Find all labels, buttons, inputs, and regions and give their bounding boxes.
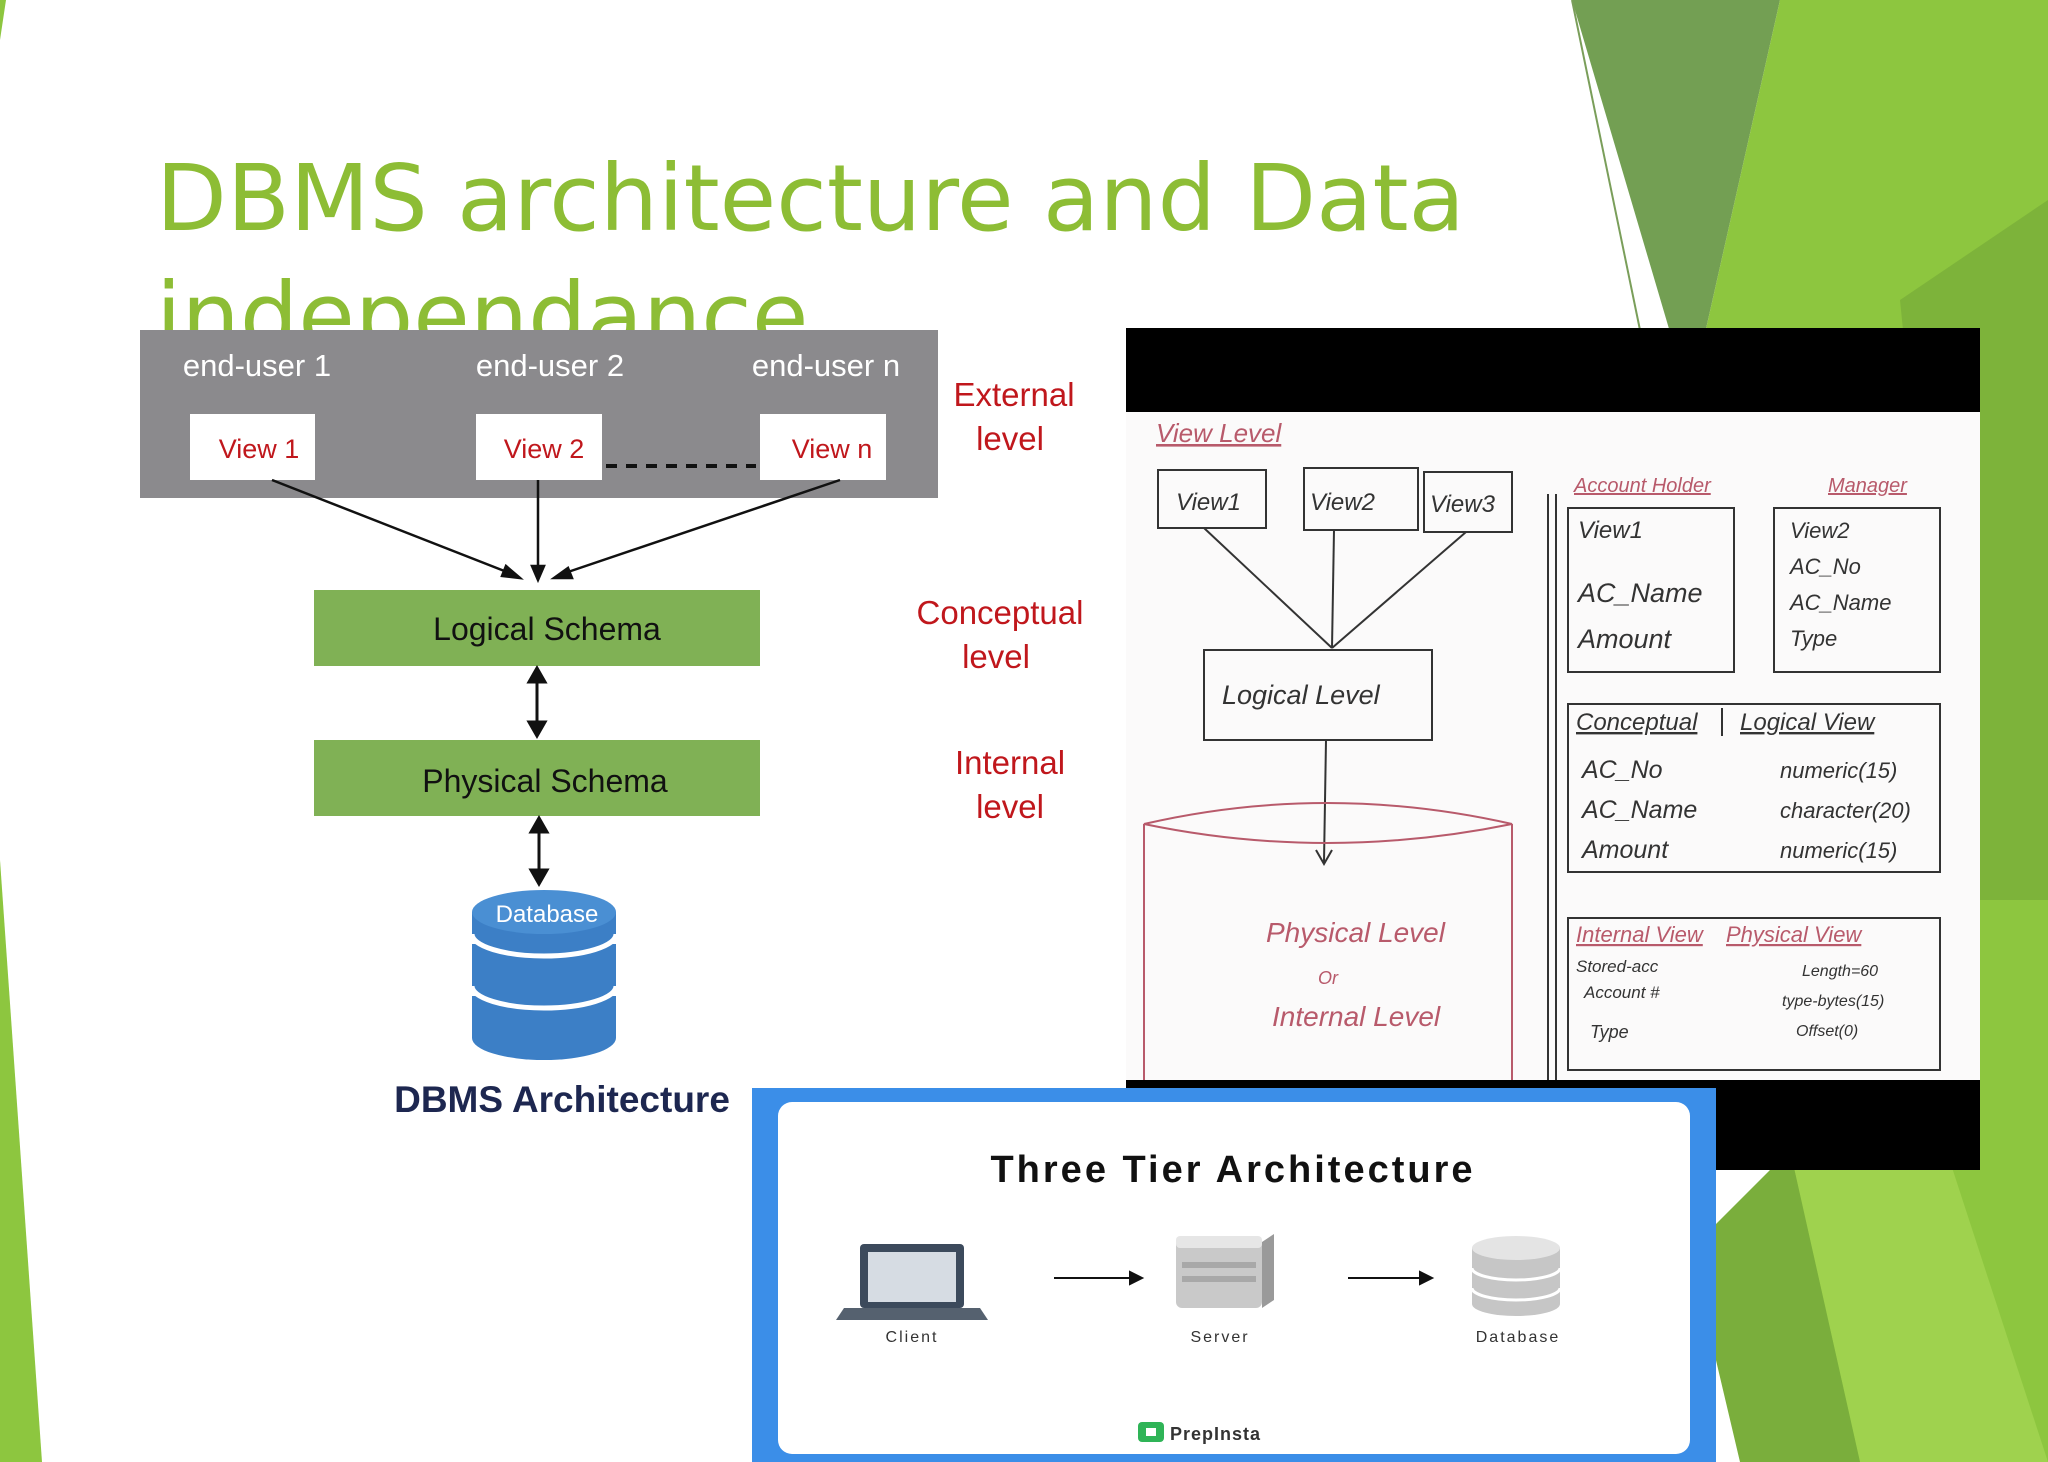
- database-icon: [469, 890, 619, 1060]
- physical-view-title: Physical View: [1726, 922, 1863, 947]
- conceptual-row-2-type: character(20): [1780, 798, 1911, 823]
- client-to-server-arrow: [1054, 1270, 1145, 1286]
- server-icon: [1176, 1234, 1274, 1308]
- manager-line-2: AC_No: [1788, 554, 1861, 579]
- internal-right-3: Offset(0): [1796, 1023, 1858, 1040]
- physical-schema-box: [314, 740, 760, 816]
- view-2-box: [476, 414, 602, 480]
- three-tier-title: Three Tier Architecture: [990, 1149, 1475, 1191]
- notes-view3: View3: [1430, 491, 1496, 518]
- server-label: Server: [1190, 1329, 1249, 1346]
- physical-database-arrow: [528, 814, 550, 888]
- internal-view-title: Internal View: [1576, 922, 1705, 947]
- physical-schema-label: Physical Schema: [422, 763, 668, 799]
- database-cylinder-icon: [1470, 1236, 1562, 1316]
- view-n-box: [760, 414, 886, 480]
- three-tier-diagram: Three Tier Architecture: [836, 1149, 1562, 1444]
- view-n-label: View n: [792, 434, 873, 464]
- slide-title: DBMS architecture and Data independance: [156, 145, 1465, 332]
- view-arrows: [271, 478, 841, 584]
- prepinsta-logo-icon: [1138, 1422, 1164, 1442]
- server-to-database-arrow: [1348, 1270, 1435, 1286]
- end-user-n-label: end-user n: [752, 348, 900, 383]
- handwritten-notes: View Level View1 View2 View3 Logical Lev…: [1126, 412, 1980, 1080]
- dbms-architecture-caption: DBMS Architecture: [394, 1079, 730, 1120]
- database-label: Database: [496, 901, 599, 928]
- manager-line-3: AC_Name: [1788, 590, 1891, 615]
- conceptual-row-3-name: Amount: [1580, 836, 1669, 864]
- external-level-label-1: External: [953, 376, 1074, 413]
- end-user-1-label: end-user 1: [183, 348, 331, 383]
- client-laptop-icon: [836, 1244, 988, 1320]
- internal-level-label-2: level: [976, 788, 1044, 825]
- end-user-2-label: end-user 2: [476, 348, 624, 383]
- notes-view1: View1: [1176, 489, 1241, 516]
- logical-physical-arrow: [526, 664, 548, 740]
- conceptual-row-1-type: numeric(15): [1780, 758, 1897, 783]
- handwritten-notes-panel: View Level View1 View2 View3 Logical Lev…: [1126, 328, 1980, 1170]
- view-1-label: View 1: [219, 434, 300, 464]
- conceptual-title-2: Logical View: [1740, 709, 1876, 736]
- notes-logical-level: Logical Level: [1222, 680, 1381, 710]
- client-label: Client: [886, 1329, 939, 1346]
- three-tier-card: Three Tier Architecture: [778, 1102, 1690, 1454]
- external-level-label-2: level: [976, 420, 1044, 457]
- account-holder-title: Account Holder: [1573, 475, 1712, 497]
- prepinsta-brand: PrepInsta: [1170, 1424, 1261, 1444]
- notes-physical-level: Physical Level: [1266, 917, 1446, 948]
- notes-or: Or: [1318, 968, 1339, 988]
- account-holder-line-1: View1: [1578, 517, 1643, 544]
- conceptual-level-label-1: Conceptual: [917, 594, 1084, 631]
- internal-right-2: type-bytes(15): [1782, 993, 1884, 1010]
- internal-right-1: Length=60: [1802, 963, 1878, 980]
- notes-internal-level: Internal Level: [1272, 1001, 1441, 1032]
- conceptual-row-3-type: numeric(15): [1780, 838, 1897, 863]
- view-1-box: [190, 414, 315, 480]
- view-2-label: View 2: [504, 434, 585, 464]
- internal-left-3: Type: [1590, 1022, 1629, 1042]
- manager-line-4: Type: [1790, 626, 1837, 651]
- notes-view2: View2: [1310, 489, 1375, 516]
- internal-left-1: Stored-acc: [1576, 957, 1659, 976]
- manager-title: Manager: [1828, 475, 1908, 497]
- three-tier-panel: Three Tier Architecture: [752, 1088, 1716, 1462]
- internal-left-2: Account #: [1583, 983, 1660, 1002]
- dbms-architecture-diagram: end-user 1 end-user 2 end-user n View 1 …: [140, 330, 1084, 1120]
- account-holder-line-2: AC_Name: [1576, 578, 1703, 608]
- conceptual-level-label-2: level: [962, 638, 1030, 675]
- internal-level-label-1: Internal: [955, 744, 1065, 781]
- conceptual-title: Conceptual: [1576, 709, 1698, 736]
- conceptual-row-1-name: AC_No: [1580, 756, 1663, 784]
- logical-schema-box: [314, 590, 760, 666]
- database-node-label: Database: [1476, 1329, 1561, 1346]
- logical-schema-label: Logical Schema: [433, 611, 661, 647]
- account-holder-line-3: Amount: [1576, 624, 1673, 654]
- view-level-heading: View Level: [1156, 418, 1282, 448]
- conceptual-row-2-name: AC_Name: [1580, 796, 1697, 824]
- manager-line-1: View2: [1790, 518, 1850, 543]
